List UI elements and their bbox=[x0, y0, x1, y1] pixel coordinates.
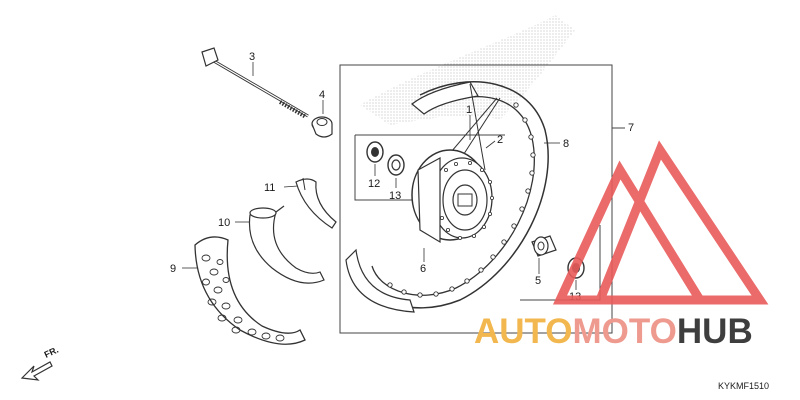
callout-13-left: 13 bbox=[389, 190, 401, 202]
callout-12: 12 bbox=[368, 178, 380, 190]
callout-1: 1 bbox=[466, 104, 472, 116]
callout-6: 6 bbox=[420, 263, 426, 275]
leader-lines bbox=[182, 62, 577, 290]
tire bbox=[194, 236, 306, 345]
axle-bolt bbox=[201, 47, 309, 119]
callout-5: 5 bbox=[535, 275, 541, 287]
assembly-frame bbox=[339, 64, 613, 334]
watermark-moto: MOTO bbox=[572, 312, 677, 351]
watermark-hub: HUB bbox=[676, 312, 753, 351]
rim-spoke-holes bbox=[387, 102, 536, 298]
wheel-hub bbox=[411, 149, 494, 244]
watermark-logo-icon bbox=[552, 140, 769, 305]
rim-band bbox=[295, 177, 337, 229]
hub-subframe bbox=[354, 135, 430, 201]
callout-8: 8 bbox=[563, 138, 569, 150]
watermark-auto: AUTO bbox=[474, 312, 573, 351]
axle-collar bbox=[311, 116, 333, 138]
shadow-stipple bbox=[360, 15, 575, 125]
wheel-rim bbox=[345, 81, 549, 313]
left-seal bbox=[387, 154, 405, 176]
callout-4: 4 bbox=[319, 89, 325, 101]
diagram-code: KYKMF1510 bbox=[718, 381, 770, 391]
callout-3: 3 bbox=[249, 51, 255, 63]
distance-collar bbox=[531, 235, 557, 257]
callout-7: 7 bbox=[628, 122, 634, 134]
front-direction-arrow-icon: FR. bbox=[20, 345, 60, 381]
front-direction-label: FR. bbox=[43, 345, 60, 360]
callout-10: 10 bbox=[218, 217, 230, 229]
inner-tube bbox=[248, 205, 325, 284]
callout-11: 11 bbox=[264, 182, 275, 194]
left-bearing bbox=[366, 141, 384, 163]
callout-9: 9 bbox=[170, 263, 176, 275]
callout-2: 2 bbox=[497, 134, 503, 146]
watermark-brand: AUTOMOTOHUB bbox=[474, 314, 753, 349]
